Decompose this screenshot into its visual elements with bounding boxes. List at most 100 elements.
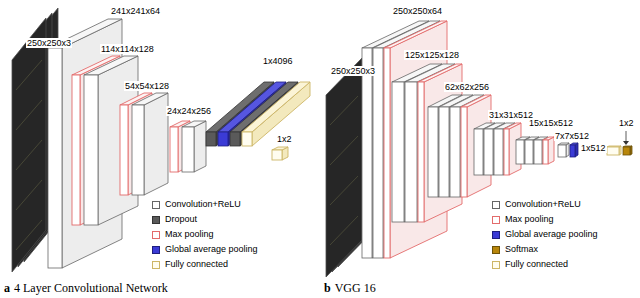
conv-layer [373, 48, 383, 258]
conv-layer [428, 107, 438, 197]
conv-layer [392, 82, 404, 222]
conv-layer [558, 143, 569, 157]
conv-layer [405, 82, 417, 222]
leader-arrow [623, 131, 629, 145]
conv-layer [525, 140, 533, 164]
panel-letter: a [4, 281, 10, 296]
conv-layer [558, 145, 566, 157]
conv-layer [483, 123, 495, 175]
legend-swatch [492, 261, 500, 269]
gap-layer [570, 143, 578, 157]
pool-layer [543, 137, 554, 164]
dimension-label: 54x54x128 [124, 81, 170, 91]
pool-layer [461, 107, 467, 197]
pool-layer [120, 105, 128, 195]
dimension-label: 114x114x128 [100, 44, 155, 54]
fc-layer [272, 150, 282, 160]
legend-text: Fully connected [505, 260, 568, 269]
conv-layer [132, 105, 144, 195]
input-image [326, 48, 374, 277]
conv-layer [438, 95, 462, 197]
legend-entry: Max pooling [152, 230, 214, 239]
legend-entry: Global average pooling [492, 230, 598, 239]
dimension-label: 1x512 [580, 143, 607, 153]
conv-layer [84, 75, 98, 225]
dimension-label: 250x250x64 [392, 6, 443, 16]
dimension-label: 1x4096 [262, 56, 294, 66]
dropout-layer [230, 132, 240, 146]
input-image [16, 60, 42, 250]
conv-layer [474, 129, 483, 175]
conv-layer [132, 93, 168, 105]
legend-text: Global average pooling [165, 245, 258, 254]
conv-layer [84, 56, 138, 75]
legend-entry: Max pooling [492, 215, 554, 224]
dimension-label: 1x2 [276, 134, 293, 144]
pool-layer [418, 82, 424, 222]
conv-layer [534, 140, 542, 164]
conv-layer [362, 48, 372, 258]
conv-layer [194, 121, 206, 172]
pool-layer [384, 21, 447, 48]
fc-layer [242, 82, 310, 132]
leader-arrow [623, 141, 629, 145]
conv-layer [132, 93, 168, 195]
dimension-label: 250x250x3 [26, 38, 72, 48]
panel-caption: 4 Layer Convolutional Network [14, 281, 168, 296]
legend-swatch [152, 231, 160, 239]
dimension-label: 250x250x3 [330, 66, 376, 76]
legend-swatch [492, 231, 500, 239]
conv-layer [182, 127, 194, 172]
legend-swatch [152, 216, 160, 224]
legend-entry: Fully connected [152, 260, 228, 269]
input-image [12, 18, 46, 272]
legend-swatch [152, 201, 160, 209]
legend-text: Softmax [505, 245, 538, 254]
legend-entry: Convolution+ReLU [152, 200, 241, 209]
fc-layer [607, 146, 621, 155]
pool-layer [72, 75, 80, 225]
legend-text: Convolution+ReLU [165, 200, 241, 209]
legend-text: Fully connected [165, 260, 228, 269]
panel-letter: b [324, 281, 331, 296]
legend-swatch [492, 246, 500, 254]
legend-text: Convolution+ReLU [505, 200, 581, 209]
conv-layer [439, 107, 449, 197]
fc-layer [607, 147, 619, 155]
pool-layer [548, 137, 554, 164]
softmax-layer [623, 147, 630, 155]
pool-layer [504, 129, 509, 175]
conv-layer [450, 107, 460, 197]
dimension-label: 241x241x64 [110, 6, 161, 16]
conv-layer [542, 137, 548, 164]
legend-swatch [152, 246, 160, 254]
input-image [330, 96, 358, 245]
leader-arrow [626, 131, 627, 141]
legend-text: Dropout [165, 215, 197, 224]
conv-layer [516, 140, 524, 164]
legend-entry: Softmax [492, 245, 538, 254]
softmax-layer [623, 146, 632, 155]
pool-layer [543, 140, 548, 164]
legend-entry: Fully connected [492, 260, 568, 269]
fc-layer [272, 147, 288, 160]
legend-entry: Dropout [152, 215, 197, 224]
conv-layer [182, 121, 206, 172]
pool-layer [418, 64, 462, 82]
legend-text: Max pooling [505, 215, 554, 224]
legend-entry: Convolution+ReLU [492, 200, 581, 209]
legend-swatch [492, 216, 500, 224]
legend-entry: Global average pooling [152, 245, 258, 254]
conv-layer [48, 48, 62, 268]
conv-layer [428, 95, 462, 197]
conv-layer [493, 123, 505, 175]
dimension-label: 125x125x128 [404, 50, 460, 60]
pool-layer [461, 95, 491, 107]
dimension-label: 62x62x256 [444, 82, 490, 92]
fc-layer [242, 132, 252, 146]
conv-layer [144, 93, 168, 195]
pool-layer [384, 48, 390, 258]
pool-layer [170, 127, 178, 172]
